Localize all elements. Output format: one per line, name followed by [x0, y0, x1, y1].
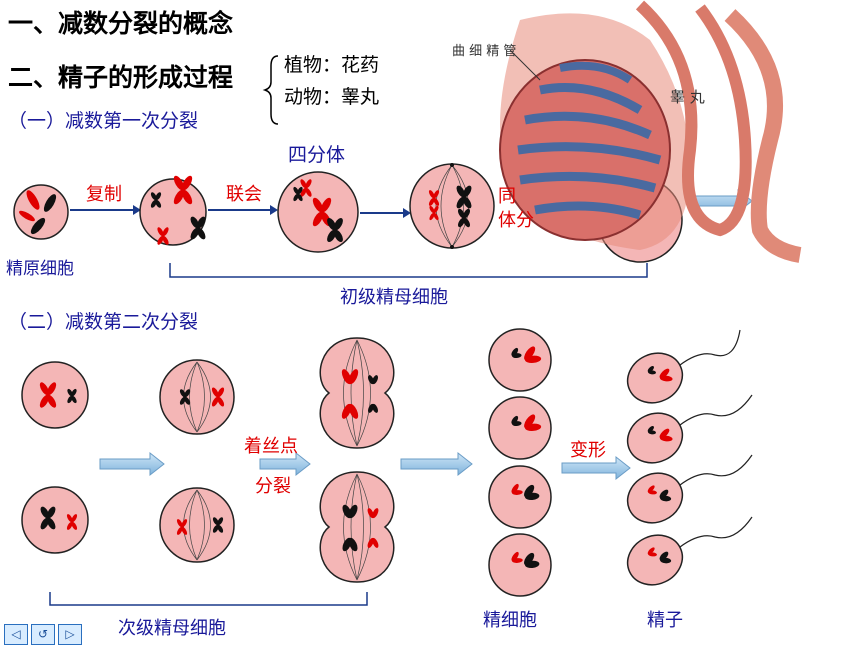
metaphase2-cell-a [159, 359, 235, 435]
sperm-cells [626, 329, 753, 586]
primary-spermatocyte-bracket [169, 263, 648, 278]
tetrad-cell [277, 171, 359, 253]
prev-button[interactable]: ◁ [4, 624, 28, 645]
step-centromere-b: 分裂 [255, 476, 291, 497]
arrow-synapsis [208, 205, 278, 215]
label-testis: 睾 丸 [670, 88, 705, 106]
label-seminiferous-tubule: 曲 细 精 管 [452, 44, 517, 59]
step-transform: 变形 [570, 440, 606, 461]
block-arrow-row2-c [400, 451, 473, 477]
secondary-cell-b [21, 486, 89, 554]
label-secondary-spermatocyte: 次级精母细胞 [118, 618, 226, 639]
heading-concept: 一、减数分裂的概念 [8, 9, 234, 38]
step-centromere-a: 着丝点 [244, 436, 298, 457]
secondary-spermatocyte-bracket [49, 592, 368, 606]
block-arrow-row2-b [259, 451, 311, 477]
source-plant: 植物：花药 [284, 54, 380, 76]
spermatid-cells [488, 328, 552, 597]
label-sperm: 精子 [647, 610, 683, 631]
anaphase2-cell-a [319, 337, 395, 449]
label-primary-spermatocyte: 初级精母细胞 [340, 287, 448, 308]
return-button[interactable]: ↺ [31, 624, 55, 645]
label-spermatid: 精细胞 [483, 610, 537, 631]
label-tetrad: 四分体 [288, 144, 346, 166]
replicated-cell [139, 174, 207, 246]
next-button[interactable]: ▷ [58, 624, 82, 645]
secondary-cell-a [21, 361, 89, 429]
heading-process: 二、精子的形成过程 [8, 63, 234, 92]
step-homolog-sep-a: 同 [498, 186, 516, 207]
spermatogonium-cell [13, 184, 69, 240]
section-meiosis1: （一）减数第一次分裂 [8, 110, 199, 132]
step-homolog-sep-b: 体分 [498, 210, 534, 231]
metaphase1-cell [409, 163, 495, 249]
anaphase2-cell-b [319, 471, 395, 583]
metaphase2-cell-b [159, 487, 235, 563]
section-meiosis2: （二）减数第二次分裂 [8, 311, 199, 333]
block-arrow-transform [561, 455, 631, 481]
sources-brace [262, 55, 279, 125]
block-arrow-row2-a [99, 451, 165, 477]
step-replication: 复制 [86, 184, 122, 205]
arrow-metaphase1 [360, 208, 411, 218]
arrow-replication [70, 205, 141, 215]
testis-illustration [499, 0, 802, 263]
step-synapsis: 联会 [226, 184, 262, 205]
source-animal: 动物：睾丸 [284, 86, 380, 108]
label-spermatogonium: 精原细胞 [6, 259, 74, 279]
